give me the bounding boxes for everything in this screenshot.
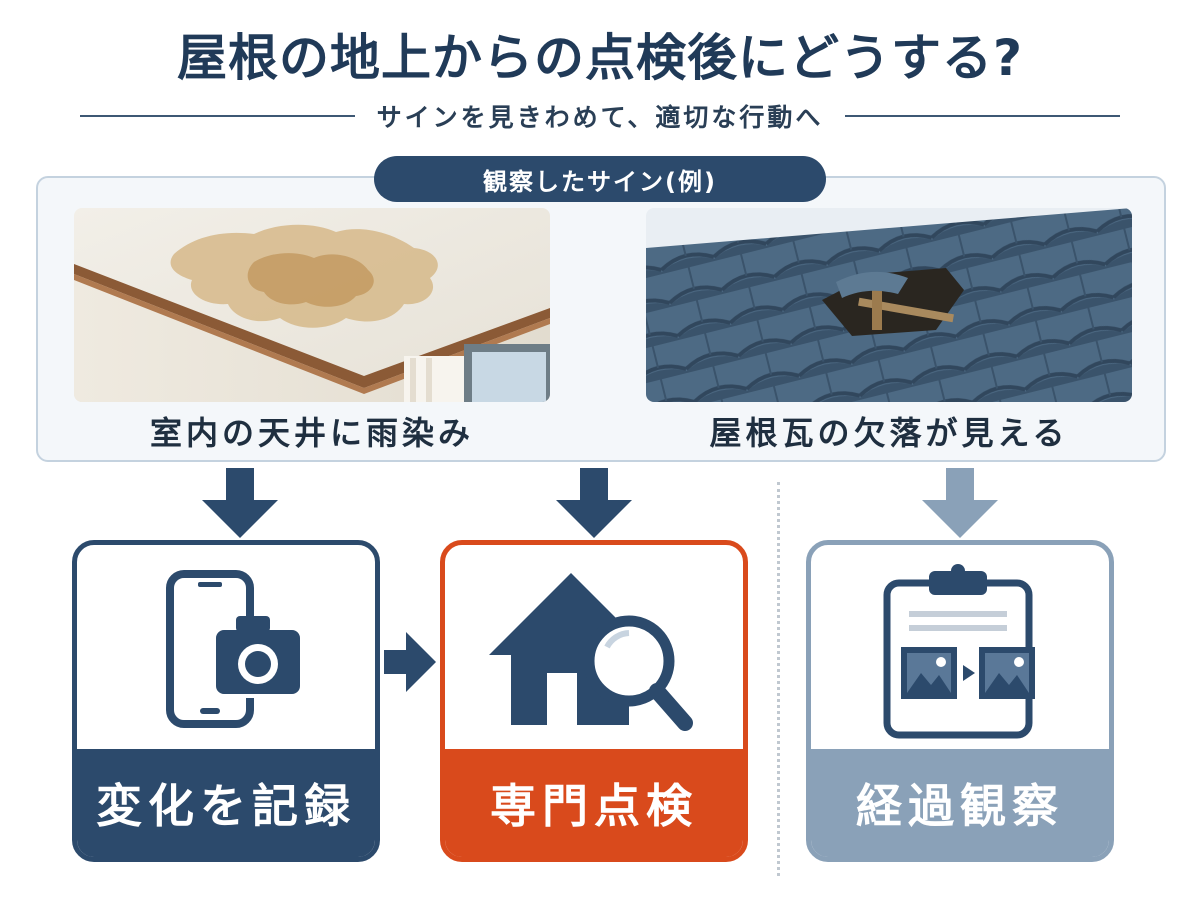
- subtitle-rule-left: [80, 115, 355, 117]
- action-card-record: 変化を記録: [72, 540, 380, 862]
- ceiling-stain-photo: [74, 208, 550, 402]
- clipboard-compare-icon: [811, 545, 1109, 757]
- down-arrow-to-observe: [922, 468, 998, 538]
- action-label-observe: 経過観察: [811, 749, 1109, 857]
- sign-caption-ceiling-stain: 室内の天井に雨染み: [149, 414, 474, 452]
- action-label-inspect: 専門点検: [445, 749, 743, 857]
- right-arrow-record-to-inspect: [384, 632, 436, 692]
- page-title: 屋根の地上からの点検後にどうする?: [176, 29, 1023, 87]
- down-arrow-to-inspect: [556, 468, 632, 538]
- action-label-record: 変化を記録: [77, 749, 375, 857]
- subtitle-row: サインを見きわめて、適切な行動へ: [80, 96, 1121, 136]
- action-card-observe: 経過観察: [806, 540, 1114, 862]
- page-subtitle: サインを見きわめて、適切な行動へ: [376, 103, 824, 132]
- signs-header: 観察したサイン(例): [374, 156, 826, 202]
- subtitle-rule-right: [845, 115, 1121, 117]
- action-card-inspect: 専門点検: [440, 540, 748, 862]
- sign-caption-missing-tile: 屋根瓦の欠落が見える: [709, 414, 1069, 452]
- dotted-divider: [777, 482, 780, 876]
- house-magnifier-icon: [445, 545, 743, 757]
- missing-roof-tile-photo: [646, 208, 1132, 402]
- smartphone-camera-icon: [77, 545, 375, 757]
- down-arrow-to-record: [202, 468, 278, 538]
